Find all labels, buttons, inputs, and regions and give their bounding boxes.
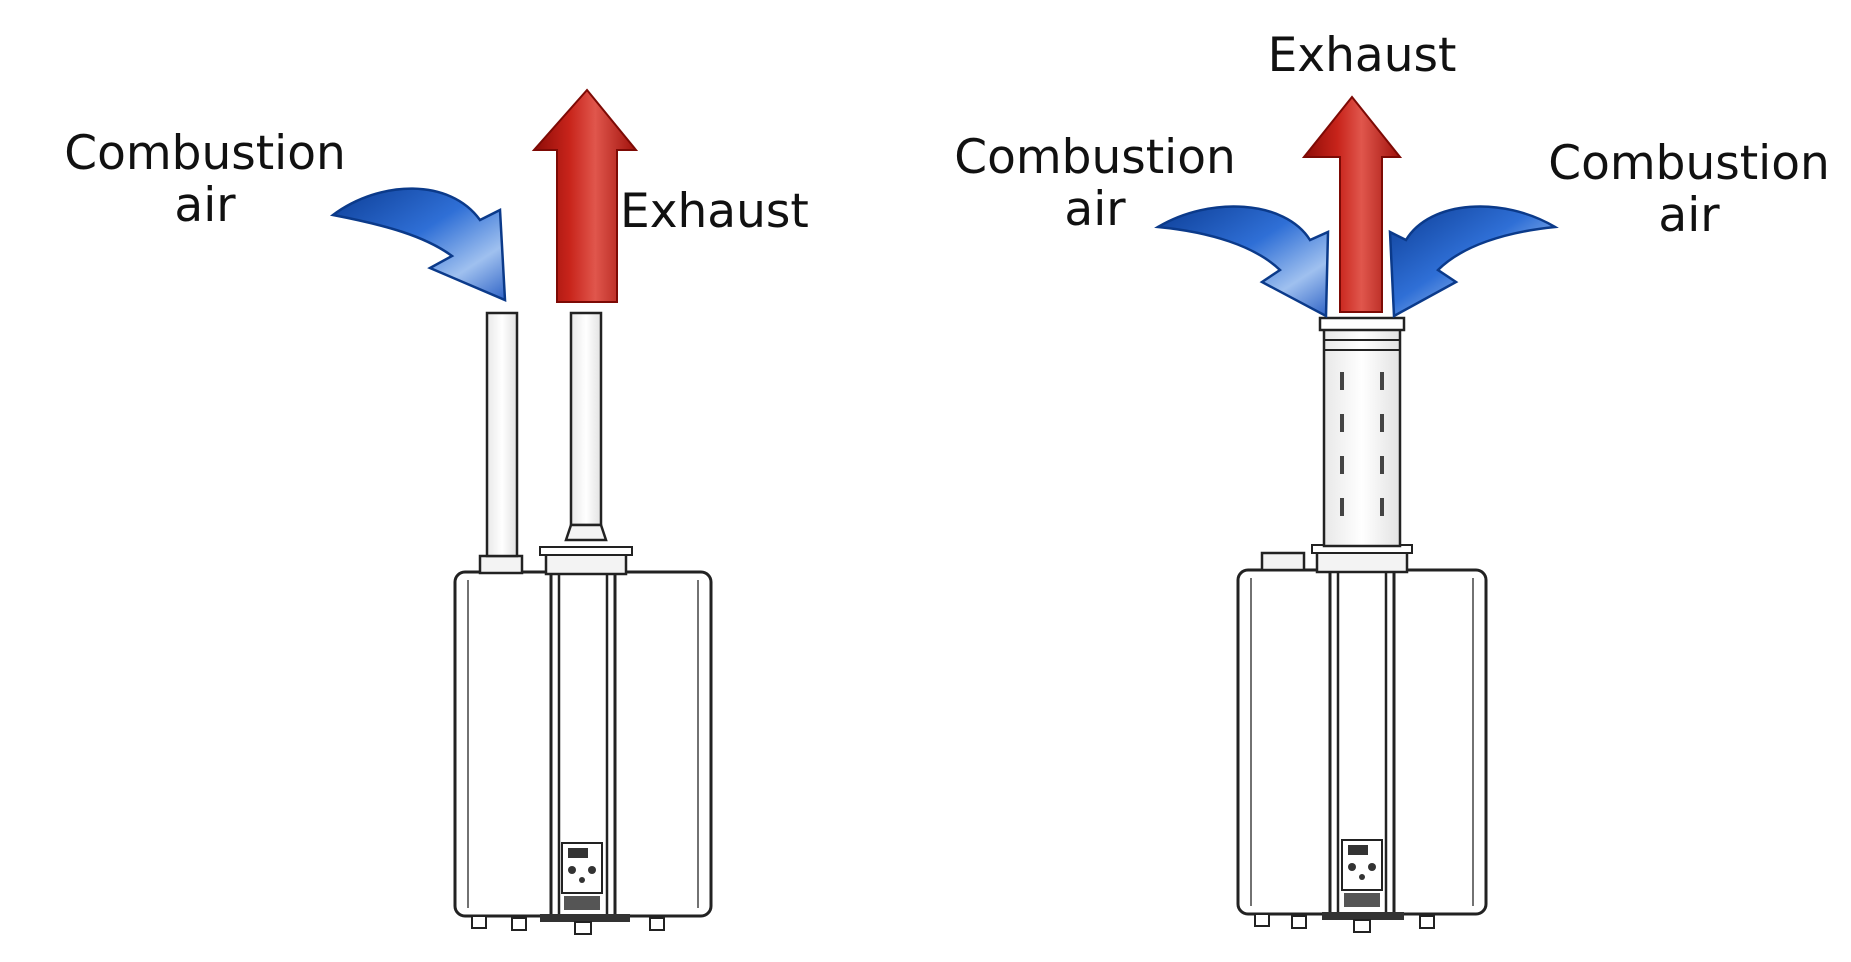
intake-pipe-left [485, 311, 519, 558]
label-line: Exhaust [1267, 28, 1457, 83]
water-heater-unit-left [453, 546, 713, 935]
panel-concentric [1154, 95, 1559, 933]
label-exhaust-left-panel: Exhaust [620, 186, 820, 238]
label-combustion-air-left-panel: Combustion air [60, 128, 350, 232]
combustion-air-arrow-left [329, 187, 507, 302]
label-line: Combustion [1548, 136, 1830, 191]
label-line: air [174, 178, 236, 233]
water-heater-unit-right [1236, 544, 1488, 933]
combustion-air-arrow-right-panel-left [1154, 205, 1330, 319]
label-combustion-air-right-panel-right: Combustion air [1544, 138, 1834, 242]
panel-two-pipe [329, 88, 713, 935]
label-exhaust-right-panel: Exhaust [1262, 30, 1462, 82]
label-line: Combustion [954, 130, 1236, 185]
exhaust-pipe-left [564, 311, 608, 542]
exhaust-arrow-left [531, 88, 639, 303]
label-line: air [1658, 188, 1720, 243]
exhaust-arrow-right [1301, 95, 1403, 313]
label-line: Exhaust [620, 184, 809, 239]
label-combustion-air-right-panel-left: Combustion air [950, 132, 1240, 236]
combustion-air-arrow-right-panel-right [1388, 205, 1559, 319]
concentric-vent-pipe [1318, 316, 1406, 548]
label-line: Combustion [64, 126, 346, 181]
label-line: air [1064, 182, 1126, 237]
